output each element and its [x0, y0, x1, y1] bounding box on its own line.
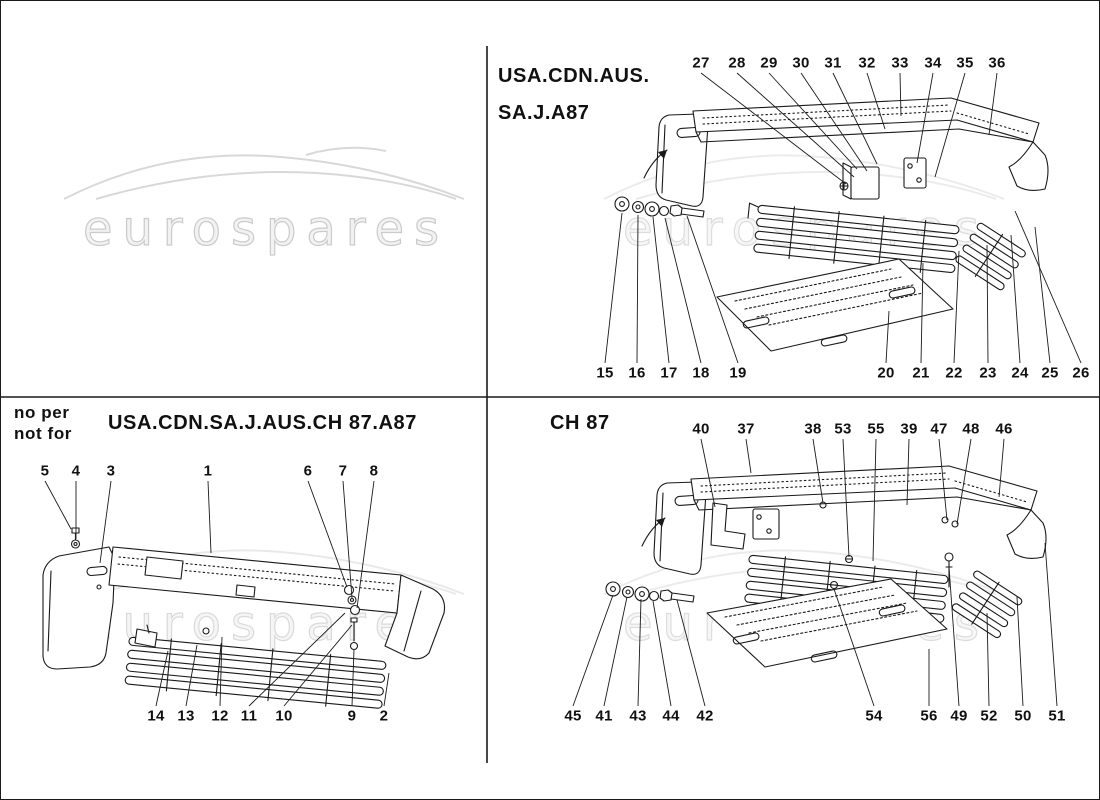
bottom-left-note-line1: no per: [14, 403, 70, 422]
callout-29: 29: [760, 54, 778, 72]
callout-40: 40: [692, 420, 710, 438]
callout-53: 53: [834, 420, 852, 438]
callout-3: 3: [106, 462, 116, 480]
divider-lines: [1, 46, 1099, 763]
callout-44: 44: [662, 707, 680, 725]
callout-5: 5: [40, 462, 50, 480]
bumper-assembly-ch87: [605, 465, 1047, 668]
callout-50: 50: [1014, 707, 1032, 725]
callout-8: 8: [369, 462, 379, 480]
callout-46: 46: [995, 420, 1013, 438]
callout-32: 32: [858, 54, 876, 72]
callout-42: 42: [696, 707, 714, 725]
callout-16: 16: [628, 364, 646, 382]
callout-12: 12: [211, 707, 229, 725]
callout-43: 43: [629, 707, 647, 725]
callout-15: 15: [596, 364, 614, 382]
callout-25: 25: [1041, 364, 1059, 382]
callout-47: 47: [930, 420, 948, 438]
callout-22: 22: [945, 364, 963, 382]
callout-31: 31: [824, 54, 842, 72]
callout-11: 11: [240, 707, 258, 725]
callout-51: 51: [1048, 707, 1066, 725]
callout-38: 38: [804, 420, 822, 438]
callout-26: 26: [1072, 364, 1090, 382]
callout-30: 30: [792, 54, 810, 72]
bottom-right-panel-title: CH 87: [550, 412, 610, 434]
callout-39: 39: [900, 420, 918, 438]
callout-13: 13: [177, 707, 195, 725]
callout-35: 35: [956, 54, 974, 72]
callout-45: 45: [564, 707, 582, 725]
callout-21: 21: [912, 364, 930, 382]
callout-1: 1: [203, 462, 213, 480]
callout-28: 28: [728, 54, 746, 72]
callout-18: 18: [692, 364, 710, 382]
bottom-left-panel-title: USA.CDN.SA.J.AUS.CH 87.A87: [108, 412, 418, 434]
callout-55: 55: [867, 420, 885, 438]
callout-49: 49: [950, 707, 968, 725]
callout-7: 7: [338, 462, 348, 480]
callout-19: 19: [729, 364, 747, 382]
callout-37: 37: [737, 420, 755, 438]
callout-56: 56: [920, 707, 938, 725]
callout-6: 6: [303, 462, 313, 480]
callout-9: 9: [347, 707, 357, 725]
callout-17: 17: [660, 364, 678, 382]
top-right-panel-title-line2: SA.J.A87: [498, 102, 590, 124]
callout-20: 20: [877, 364, 895, 382]
callout-54: 54: [865, 707, 883, 725]
callout-33: 33: [891, 54, 909, 72]
callout-23: 23: [979, 364, 997, 382]
leader-lines: [44, 72, 1082, 707]
bumper-assembly-usa-cdn-aus: [614, 97, 1049, 352]
callout-14: 14: [147, 707, 165, 725]
callout-2: 2: [379, 707, 389, 725]
callout-10: 10: [275, 707, 293, 725]
callout-41: 41: [595, 707, 613, 725]
callout-48: 48: [962, 420, 980, 438]
callout-34: 34: [924, 54, 942, 72]
callout-36: 36: [988, 54, 1006, 72]
top-right-panel-title-line1: USA.CDN.AUS.: [498, 65, 650, 87]
bottom-left-note-line2: not for: [14, 424, 73, 443]
callout-52: 52: [980, 707, 998, 725]
callout-27: 27: [692, 54, 710, 72]
callout-4: 4: [71, 462, 81, 480]
callout-24: 24: [1011, 364, 1029, 382]
